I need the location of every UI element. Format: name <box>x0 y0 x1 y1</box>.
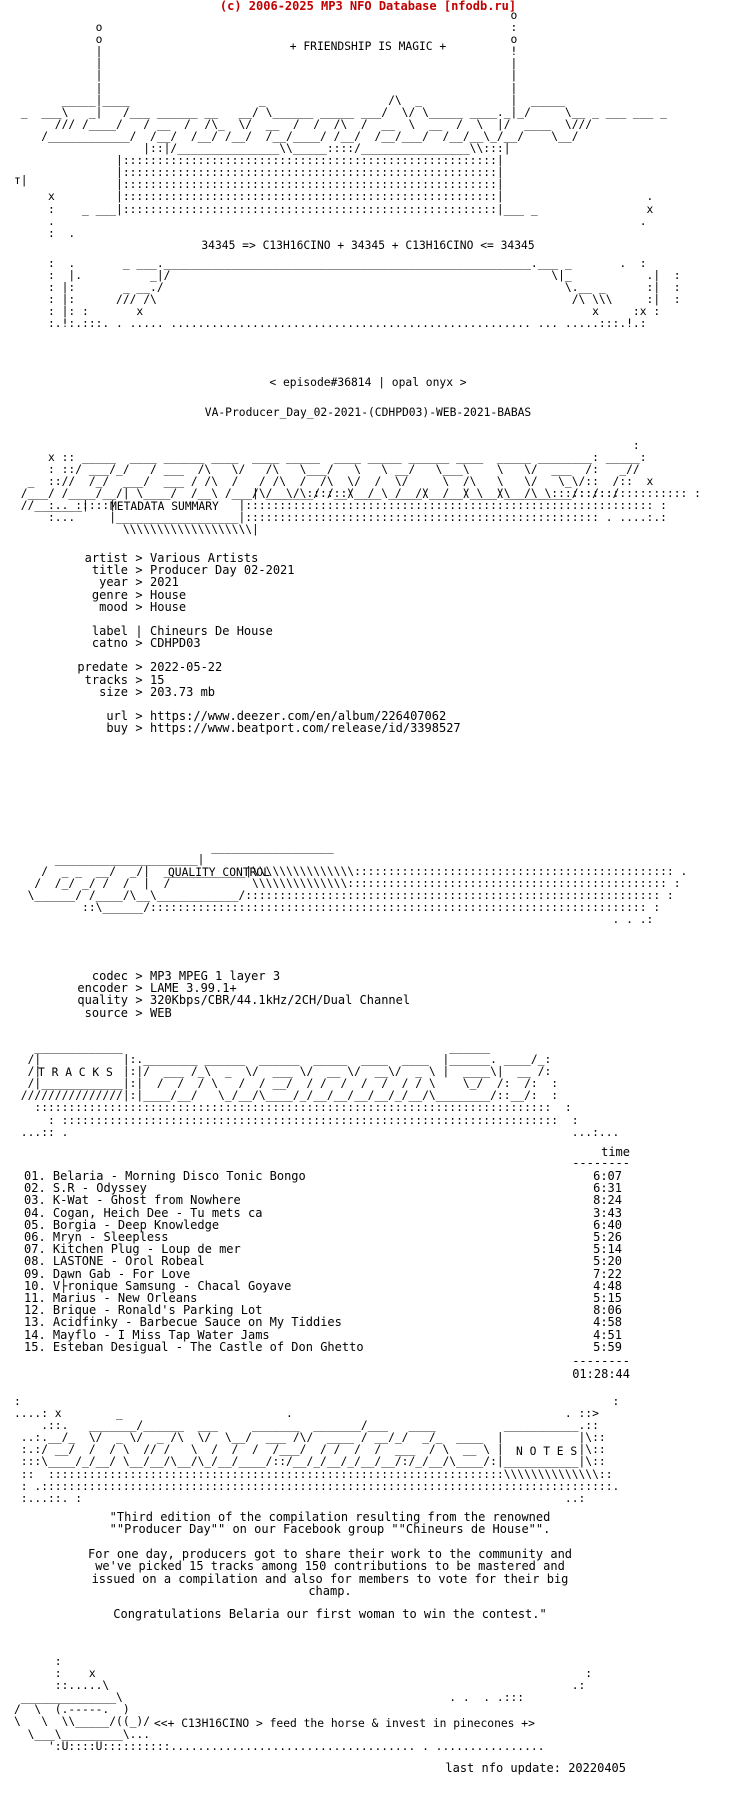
metadata-section-title: METADATA SUMMARY <box>110 500 219 513</box>
metadata-row-buy: buy>https://www.beatport.com/release/id/… <box>106 721 461 736</box>
quality-list: codec>MP3 MPEG 1 layer 3 encoder>LAME 3.… <box>0 970 736 1019</box>
metadata-banner-rest: | |\_____\::::::\____\_____/_____\____\_… <box>48 487 701 537</box>
notes-banner-art: : : ....: x _ . . ::> .::. _______/____ <box>14 1395 620 1505</box>
tracks-time-rule-bottom: -------- <box>572 1354 630 1368</box>
tracks-time-rule-top: -------- <box>572 1156 630 1170</box>
beatport-link[interactable]: https://www.beatport.com/release/id/3398… <box>150 721 461 736</box>
metadata-row-genre: genre>House <box>91 587 187 602</box>
episode-line: < episode#36814 | opal onyx > <box>269 376 467 389</box>
quality-row-codec: codec>MP3 MPEG 1 layer 3 <box>91 969 281 983</box>
metadata-row-url: url>https://www.deezer.com/en/album/2264… <box>106 709 447 724</box>
quality-row-quality: quality>320Kbps/CBR/44.1kHz/2CH/Dual Cha… <box>77 993 411 1008</box>
quality-row-source: source>WEB <box>84 1005 172 1020</box>
track-row: 15. Esteban Desigual - The Castle of Don… <box>24 1339 622 1354</box>
notes-paragraph-1: "Third edition of the compilation result… <box>109 1510 551 1537</box>
metadata-row-artist: artist>Various Artists <box>84 551 259 565</box>
tracks-time-header: time <box>601 1145 630 1159</box>
notes-paragraph-3: Congratulations Belaria our first woman … <box>113 1607 547 1621</box>
metadata-row-predate: predate>2022-05-22 <box>77 660 223 675</box>
metadata-row-mood: mood>House <box>99 599 187 614</box>
quality-banner-rest: / _ _ __/ _/| ____________|\\\\\\\\\\\\\… <box>27 865 688 927</box>
footer-tagline: <<+ C13H16CINO > feed the horse & invest… <box>154 1717 535 1730</box>
metadata-list: artist>Various Artists title>Producer Da… <box>0 551 736 736</box>
intro-formula: 34345 => C13H16CINO + 34345 + C13H16CINO… <box>201 239 535 252</box>
release-name: VA-Producer_Day_02-2021-(CDHPD03)-WEB-20… <box>204 406 532 419</box>
quality-banner-art: __________________ _____________________… <box>54 841 334 867</box>
metadata-banner-art: : x :: _____ ____ ______ ____ ____ _____… <box>20 439 654 513</box>
metadata-row-year: year>2021 <box>99 575 179 590</box>
metadata-row-title: title>Producer Day 02-2021 <box>91 563 295 578</box>
metadata-row-catno: catno>CDHPD03 <box>91 636 201 651</box>
quality-row-encoder: encoder>LAME 3.99.1+ <box>77 981 237 996</box>
footer-bottom-art: \___\_________\... ':U::::U::::::::::...… <box>27 1728 545 1754</box>
intro-logo-art: o o : o o | <box>20 9 667 240</box>
quality-section-title: QUALITY CONTROL <box>168 866 271 879</box>
last-update: last nfo update: 20220405 <box>445 1761 626 1775</box>
footer-art: : : x : ::.....\ .: ______________\ <box>14 1655 593 1729</box>
tracks-banner-art: _____________ ______ /| |:.________ ____… <box>20 1041 620 1139</box>
tracks-total-time: 01:28:44 <box>572 1367 630 1381</box>
deezer-link[interactable]: https://www.deezer.com/en/album/22640706… <box>150 709 447 724</box>
metadata-row-tracks: tracks>15 <box>84 672 165 687</box>
metadata-row-label: label|Chineurs De House <box>91 624 273 639</box>
intro-tm-mark: т| <box>14 174 28 187</box>
notes-section-title: N O T E S <box>516 1445 578 1458</box>
intro-slogan: + FRIENDSHIP IS MAGIC + <box>289 40 447 53</box>
track-row: 13. Acidfinky - Barbecue Sauce on My Tid… <box>24 1315 622 1330</box>
intro-frame-art: : . _ ___.______________________________… <box>48 257 681 331</box>
metadata-row-size: size>203.73 mb <box>99 684 216 699</box>
notes-paragraph-2: For one day, producers got to share thei… <box>87 1547 573 1598</box>
tracks-section-title: T R A C K S <box>38 1066 113 1079</box>
site-header: (c) 2006-2025 MP3 NFO Database [nfodb.ru… <box>219 0 517 13</box>
